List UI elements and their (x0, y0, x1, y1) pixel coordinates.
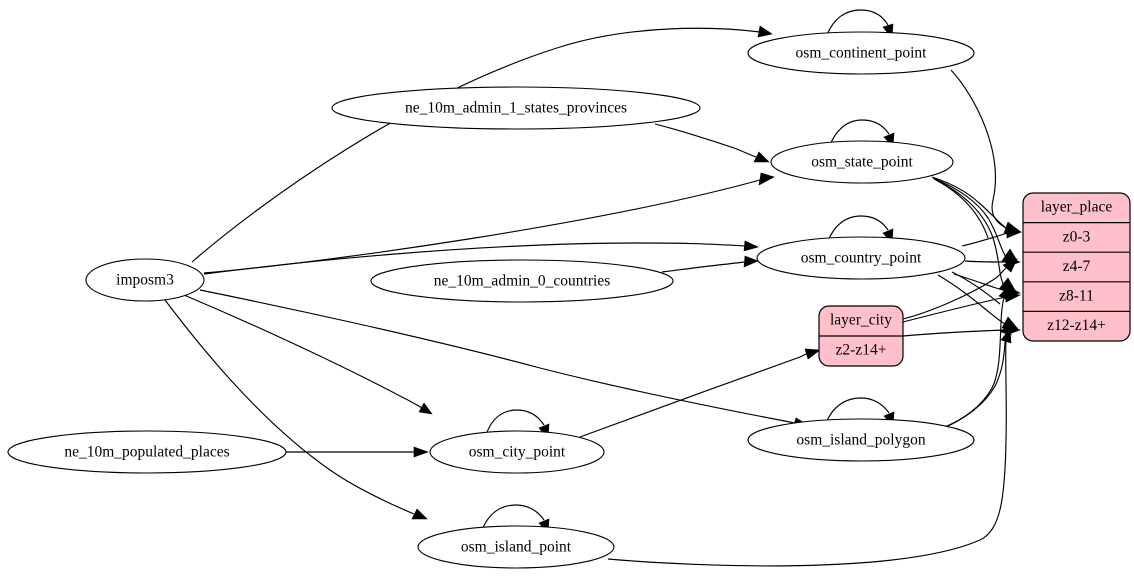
edge-ne_10m_admin_1_states_provinces-to-osm_state_point (654, 123, 770, 163)
node-ne_10m_admin_0_countries[interactable]: ne_10m_admin_0_countries (370, 259, 674, 303)
node-ne_10m_populated_places[interactable]: ne_10m_populated_places (7, 430, 287, 474)
edge-osm_city_point-to-layer_city (579, 348, 821, 438)
node-layer: imposm3 ne_10m_admin_1_states_provinces … (7, 31, 975, 569)
node-osm_city_point[interactable]: osm_city_point (429, 430, 605, 474)
edge-osm_island_polygon-to-layer_place-z12-z14 (944, 320, 1012, 428)
node-osm_country_point[interactable]: osm_country_point (756, 236, 966, 280)
edge-layer_city-to-layer_place-z8-11 (902, 291, 1021, 323)
edge-imposm3-to-osm_continent_point (191, 25, 773, 263)
edge-layer_city-to-layer_place-z4-7 (902, 258, 1018, 320)
edge-osm_island_polygon-to-layer_place-z8-11 (942, 285, 1010, 429)
edge-bundle-detail (935, 179, 1001, 305)
edge-imposm3-to-osm_city_point (183, 294, 433, 415)
node-ne_10m_admin_1_states_provinces[interactable]: ne_10m_admin_1_states_provinces (331, 86, 701, 130)
edge-imposm3-to-osm_country_point (203, 240, 759, 275)
edge-osm_country_point-to-layer_place-z0-3 (961, 227, 1022, 247)
edge-osm_state_point-to-layer_place-z8-11 (933, 178, 1017, 293)
record-node-layer_city[interactable]: layer_city z2-z14+ (818, 305, 904, 367)
node-imposm3[interactable]: imposm3 (85, 258, 205, 302)
edge-imposm3-to-osm_state_point (203, 172, 775, 274)
edge-ne_10m_populated_places-to-osm_city_point (286, 446, 429, 458)
node-osm_island_point[interactable]: osm_island_point (417, 525, 615, 569)
node-osm_continent_point[interactable]: osm_continent_point (747, 31, 975, 75)
edge-layer_city-to-layer_place-z12-z14 (902, 324, 1021, 337)
edge-imposm3-to-osm_island_polygon (199, 289, 809, 429)
node-osm_state_point[interactable]: osm_state_point (770, 140, 954, 184)
edge-ne_10m_admin_0_countries-to-osm_country_point (661, 255, 759, 273)
node-osm_island_polygon[interactable]: osm_island_polygon (747, 418, 975, 462)
edge-imposm3-to-osm_island_point (164, 299, 428, 520)
edge-layer (164, 9, 1022, 567)
record-node-layer_place[interactable]: layer_place z0-3 z4-7 z8-11 z12-z14+ (1022, 192, 1131, 342)
